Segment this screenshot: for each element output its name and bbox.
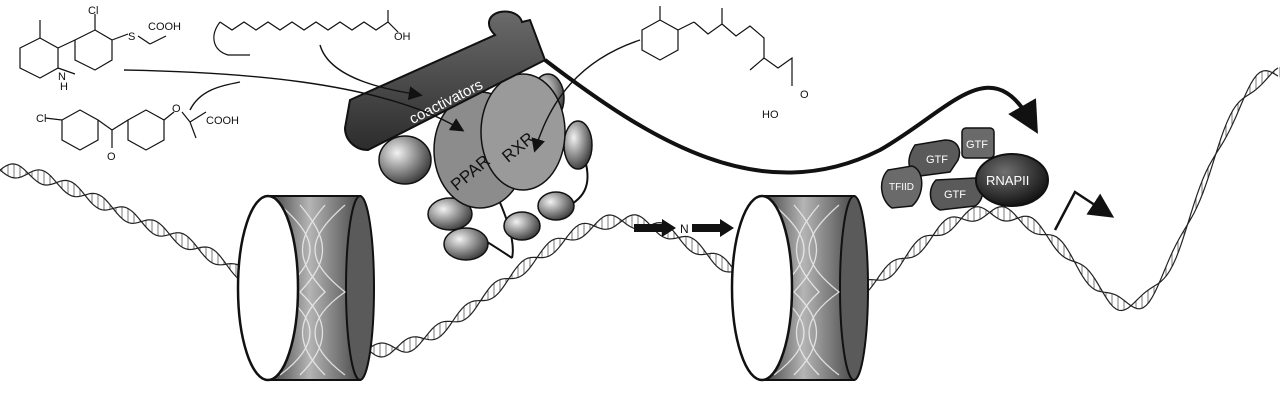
nucleosome-right <box>730 194 869 382</box>
tfiid-label: TFIID <box>889 182 914 193</box>
chem-atom: S <box>128 31 135 43</box>
rxr-ligand-binding-domain <box>480 73 566 191</box>
chem-atom: OH <box>394 31 411 43</box>
transcription-machinery: GTF GTF TFIID GTF RNAPII <box>880 127 1049 211</box>
ligand-arrow <box>123 69 465 132</box>
chem-atom: HO <box>762 109 779 121</box>
gtf-label: GTF <box>944 189 966 201</box>
ligand-structure-1 <box>19 14 167 79</box>
ligand-arrow <box>189 81 241 111</box>
receptor-domain <box>427 197 473 231</box>
response-element-arrow-icon <box>692 219 734 237</box>
response-element: N <box>634 219 734 237</box>
nucleosome-left <box>236 194 375 382</box>
gtf-factor <box>908 139 961 177</box>
chem-atom: COOH <box>148 21 181 33</box>
rnapii-label: RNAPII <box>986 173 1029 188</box>
tfiid-factor <box>880 165 923 209</box>
dna-strand <box>0 69 1279 358</box>
ligand-structure-2 <box>44 109 207 151</box>
receptor-complex: coactivators PPAR RXR <box>343 10 593 261</box>
transcription-start-arrow-icon <box>1053 190 1115 231</box>
chem-atom: COOH <box>206 115 239 127</box>
coactivators-complex <box>343 10 547 152</box>
chem-atom: N <box>58 71 66 83</box>
dna-binding-domain <box>503 211 541 241</box>
chem-atom: O <box>172 103 181 115</box>
gtf-label: GTF <box>966 139 988 151</box>
dna-helix <box>0 66 1280 358</box>
chem-atom: O <box>107 151 116 163</box>
rnapii-polymerase <box>975 153 1049 207</box>
chem-atom: H <box>60 81 68 93</box>
activation-arrow <box>543 58 1038 175</box>
chem-atom: Cl <box>88 5 98 17</box>
nucleosome-face <box>236 194 300 382</box>
receptor-domain <box>443 227 489 261</box>
gtf-label: GTF <box>926 154 948 166</box>
chem-atom: Cl <box>36 113 46 125</box>
ligand-arrows <box>123 39 641 153</box>
ligand-structure-4 <box>641 6 793 86</box>
ligand-structure-3 <box>213 10 399 56</box>
spacer-label: N <box>680 222 689 236</box>
chem-atom: O <box>800 89 809 101</box>
dna-strand <box>0 67 1279 354</box>
receptor-domain <box>378 135 432 185</box>
response-element-arrow-icon <box>634 219 676 237</box>
gtf-factor <box>961 127 995 159</box>
nucleosome-face <box>730 194 794 382</box>
dna-binding-domain <box>537 191 575 221</box>
ligand-arrow <box>319 44 423 101</box>
ligand-arrow <box>531 39 641 153</box>
receptor-domain <box>563 120 593 170</box>
